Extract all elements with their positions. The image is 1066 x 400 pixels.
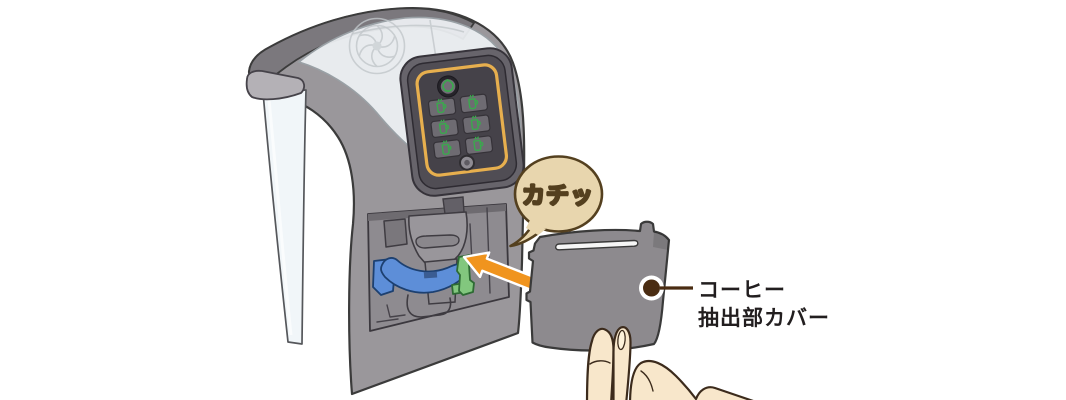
left-recess [383,218,408,248]
knuckle-crease [640,370,654,392]
spout-cap [245,69,305,101]
panel-lower-button-dot [464,159,470,166]
fan-icon [348,17,406,75]
label-line-2: 抽出部カバー [698,306,830,330]
cover-tab-shade [653,231,669,250]
panel-button [462,114,491,135]
brew-compartment [367,196,510,332]
water-tube [262,89,307,345]
panel-buttons [427,93,494,159]
label-line-1: コーヒー [698,278,786,302]
callout-dot [643,279,660,297]
panel-button [427,97,457,118]
tube-highlight [267,99,293,336]
step-lines [376,304,406,323]
panel-button [433,139,462,159]
cover-body [525,220,671,352]
coffee-extraction-cover [525,220,671,352]
thumb-nail [617,329,626,351]
funnel-slot [415,234,460,249]
compartment-shadow [368,204,506,221]
latch-notch [442,196,465,215]
label-callout: コーヒー 抽出部カバー [639,275,830,330]
click-sound-bubble: カチッ [509,155,604,248]
palm [628,359,754,400]
panel-button [459,93,488,114]
coffee-machine [245,7,526,396]
click-sound-text: カチッ [522,183,594,209]
power-icon [442,79,454,93]
finger-crease [589,360,611,365]
machine-top-rim [248,7,475,93]
control-panel [399,47,525,197]
bubble-body [513,155,604,233]
dome-reflections [351,19,465,59]
panel-button [464,135,494,155]
blue-handle [372,257,468,296]
bubble-tail-join [526,220,546,235]
cover-slot [555,239,639,251]
hand [585,326,754,400]
panel-button [430,118,459,138]
drain-pipe [406,294,452,318]
handle-sticker [423,271,438,279]
